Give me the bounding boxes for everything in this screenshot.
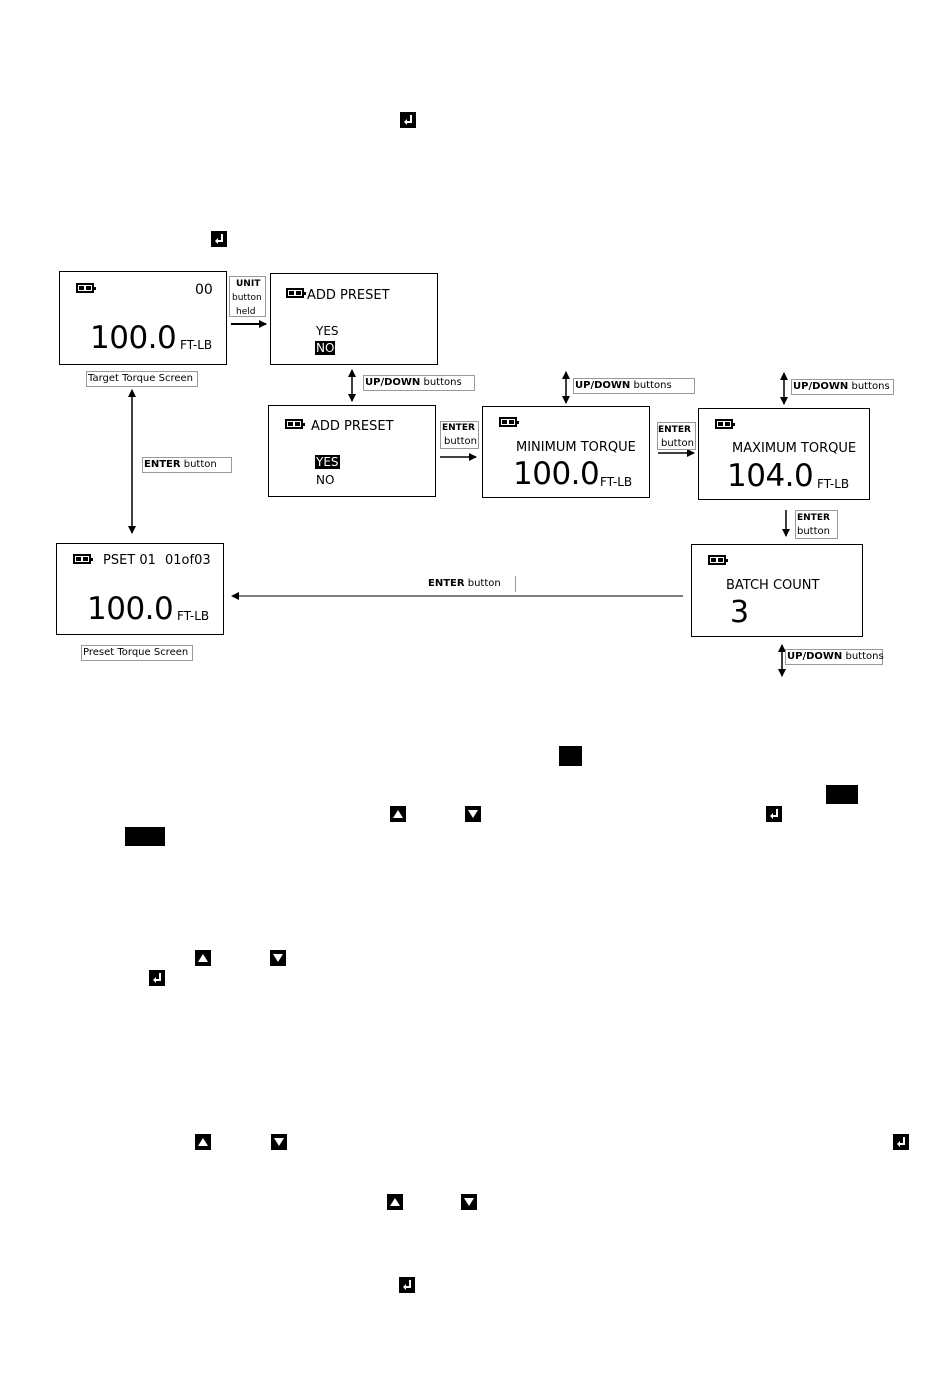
enter-bold: ENTER	[144, 459, 181, 470]
pset-number: PSET 01	[103, 553, 156, 568]
enter-bottom-label: ENTER button	[428, 578, 501, 590]
preset-torque-value: 100.0	[87, 591, 174, 627]
enter-left-box	[142, 457, 232, 473]
enter-2-line2: button	[661, 438, 694, 449]
torque-value: 100.0	[90, 320, 177, 356]
updown-rest: buttons	[630, 380, 672, 391]
preset-caption: Preset Torque Screen	[83, 647, 189, 658]
enter-3-line2: button	[797, 526, 830, 537]
battery-icon	[285, 419, 305, 429]
enter-rest: button	[464, 578, 501, 589]
enter-2-box	[657, 422, 696, 450]
updown-label-2: UP/DOWN buttons	[575, 380, 672, 392]
enter-icon	[893, 1134, 909, 1150]
battery-icon	[73, 554, 93, 564]
battery-icon	[715, 419, 735, 429]
updown-rest: buttons	[848, 381, 890, 392]
black-square	[826, 785, 858, 804]
counter-value: 00	[195, 282, 213, 298]
minimum-torque-value: 100.0	[513, 456, 600, 492]
black-square	[559, 746, 582, 766]
yes-option-selected: YES	[315, 455, 340, 469]
enter-3-line1: ENTER	[797, 513, 830, 523]
add-preset-screen-no: ADD PRESET YES NO	[270, 273, 438, 365]
updown-label-box	[573, 378, 695, 394]
add-preset-screen-yes: ADD PRESET YES NO	[268, 405, 436, 497]
down-arrow-icon	[465, 806, 481, 822]
down-arrow-icon	[271, 1134, 287, 1150]
updown-label-box	[785, 649, 883, 665]
enter-1-box	[440, 421, 479, 449]
battery-icon	[708, 555, 728, 565]
target-torque-screen: 00 100.0 FT-LB	[59, 271, 227, 365]
preset-torque-screen: PSET 01 01of03 100.0 FT-LB	[56, 543, 224, 635]
batch-count-screen: BATCH COUNT 3	[691, 544, 863, 637]
yes-option: YES	[316, 324, 339, 338]
down-arrow-icon	[461, 1194, 477, 1210]
enter-icon	[766, 806, 782, 822]
updown-rest: buttons	[420, 377, 462, 388]
enter-icon	[211, 231, 227, 247]
enter-bottom-box	[426, 576, 516, 592]
updown-bold: UP/DOWN	[365, 377, 421, 388]
maximum-torque-unit: FT-LB	[817, 477, 850, 491]
enter-icon	[400, 112, 416, 128]
black-square	[125, 827, 165, 846]
add-preset-title: ADD PRESET	[307, 288, 390, 303]
enter-1-line2: button	[444, 436, 477, 447]
updown-label-box	[363, 375, 475, 391]
minimum-torque-screen: MINIMUM TORQUE 100.0 FT-LB	[482, 406, 650, 498]
pset-count: 01of03	[165, 553, 211, 568]
unit-label-line1: UNIT	[236, 279, 261, 289]
updown-label-3: UP/DOWN buttons	[793, 381, 890, 393]
up-arrow-icon	[387, 1194, 403, 1210]
enter-icon	[149, 970, 165, 986]
battery-icon	[499, 417, 519, 427]
updown-bold: UP/DOWN	[787, 651, 843, 662]
maximum-torque-title: MAXIMUM TORQUE	[732, 441, 857, 456]
target-caption: Target Torque Screen	[88, 373, 193, 384]
battery-icon	[76, 283, 96, 293]
unit-label-box	[229, 276, 266, 317]
add-preset-title: ADD PRESET	[311, 419, 394, 434]
updown-label-4: UP/DOWN buttons	[787, 651, 884, 663]
enter-bold: ENTER	[428, 578, 465, 589]
no-option: NO	[316, 473, 335, 487]
unit-label-line3: held	[236, 307, 256, 317]
unit-label-line2: button	[232, 293, 262, 303]
batch-count-title: BATCH COUNT	[726, 578, 820, 593]
updown-bold: UP/DOWN	[793, 381, 849, 392]
caption-box	[86, 371, 198, 387]
enter-icon	[399, 1277, 415, 1293]
torque-unit: FT-LB	[180, 338, 213, 352]
maximum-torque-screen: MAXIMUM TORQUE 104.0 FT-LB	[698, 408, 870, 500]
updown-label-box	[791, 379, 894, 395]
battery-icon	[286, 288, 306, 298]
enter-2-line1: ENTER	[658, 425, 691, 435]
enter-left-label: ENTER button	[144, 459, 217, 471]
updown-rest: buttons	[842, 651, 884, 662]
no-option-selected: NO	[315, 341, 336, 355]
enter-1-line1: ENTER	[442, 423, 475, 433]
up-arrow-icon	[195, 1134, 211, 1150]
down-arrow-icon	[270, 950, 286, 966]
updown-bold: UP/DOWN	[575, 380, 631, 391]
preset-torque-unit: FT-LB	[177, 609, 210, 623]
minimum-torque-title: MINIMUM TORQUE	[516, 440, 636, 455]
maximum-torque-value: 104.0	[727, 458, 814, 494]
enter-rest: button	[180, 459, 217, 470]
minimum-torque-unit: FT-LB	[600, 475, 633, 489]
up-arrow-icon	[195, 950, 211, 966]
caption-box	[81, 645, 193, 661]
updown-label-1: UP/DOWN buttons	[365, 377, 462, 389]
up-arrow-icon	[390, 806, 406, 822]
batch-count-value: 3	[730, 595, 749, 630]
enter-3-box	[795, 510, 838, 539]
